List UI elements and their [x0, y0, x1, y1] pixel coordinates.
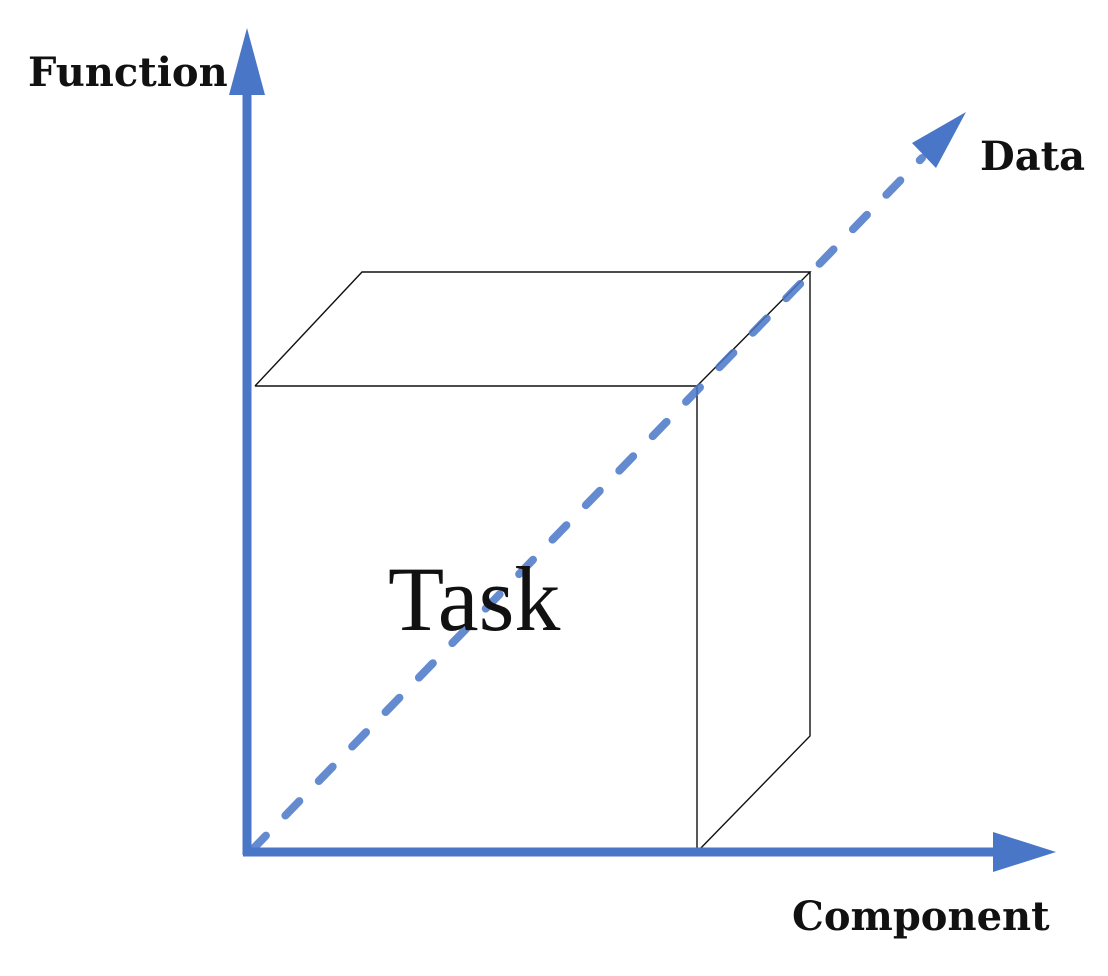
- function-axis-label: Function: [28, 49, 228, 96]
- function-axis: [229, 28, 265, 855]
- data-axis-label: Data: [980, 133, 1085, 180]
- data-axis: [248, 112, 966, 854]
- cube-top-face: [254, 271, 812, 387]
- data-axis-arrowhead: [912, 112, 966, 168]
- component-axis: [243, 832, 1056, 872]
- cube-right-face: [696, 272, 811, 853]
- task-label: Task: [388, 548, 560, 650]
- component-axis-arrowhead: [993, 832, 1056, 872]
- function-axis-arrowhead: [229, 28, 265, 95]
- component-axis-label: Component: [792, 893, 1050, 940]
- data-axis-line: [248, 154, 926, 854]
